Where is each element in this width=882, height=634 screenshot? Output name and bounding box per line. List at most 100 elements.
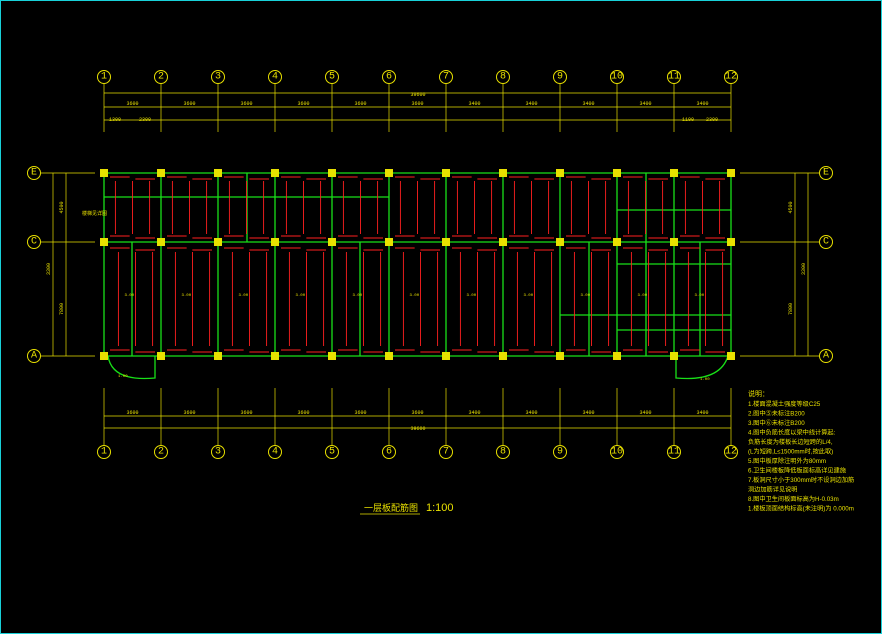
dim-top-span: 3400 bbox=[639, 101, 651, 107]
rebar-lines bbox=[110, 176, 725, 353]
dim-bottom-span: 3600 bbox=[297, 410, 309, 416]
dim-bottom-span: 3400 bbox=[639, 410, 651, 416]
dim-top-sub-left-2: 2300 bbox=[139, 117, 151, 123]
column bbox=[556, 352, 564, 360]
slab-bay-label: 3.00 bbox=[638, 294, 648, 298]
axis-label-bottom-9: 9 bbox=[557, 447, 563, 458]
column bbox=[328, 238, 336, 246]
slab-bay-label: 3.00 bbox=[467, 294, 477, 298]
axis-label-bottom-11: 11 bbox=[668, 447, 680, 458]
axis-bubble-bottom-11 bbox=[667, 445, 681, 459]
axis-bubble-bottom-7 bbox=[439, 445, 453, 459]
row-bubble-left-A bbox=[27, 349, 41, 363]
row-bubble-right-C bbox=[819, 235, 833, 249]
axis-label-bottom-6: 6 bbox=[386, 447, 392, 458]
note-line: 4.图中负筋长度以梁中线计算起: bbox=[748, 429, 836, 437]
axis-bubble-top-4 bbox=[268, 70, 282, 84]
column bbox=[670, 169, 678, 177]
axis-bubble-bottom-9 bbox=[553, 445, 567, 459]
side-dim-right-text: 7800 bbox=[788, 303, 794, 315]
axis-bubble-bottom-10 bbox=[610, 445, 624, 459]
slab-bay-label: 3.00 bbox=[182, 294, 192, 298]
column bbox=[271, 169, 279, 177]
column bbox=[271, 238, 279, 246]
row-label-right-C: C bbox=[823, 237, 829, 248]
column bbox=[157, 238, 165, 246]
column bbox=[556, 238, 564, 246]
column bbox=[670, 238, 678, 246]
dim-bottom-span: 3600 bbox=[183, 410, 195, 416]
row-bubble-left-E bbox=[27, 166, 41, 180]
dim-bottom-span: 3600 bbox=[354, 410, 366, 416]
axis-label-bottom-3: 3 bbox=[215, 447, 221, 458]
axis-bubble-bottom-3 bbox=[211, 445, 225, 459]
note-line: 1.楼面混凝土强度等级C25 bbox=[748, 400, 821, 408]
row-bubble-left-C bbox=[27, 235, 41, 249]
axis-label-top-7: 7 bbox=[443, 72, 449, 83]
dim-top-span: 3400 bbox=[468, 101, 480, 107]
dim-top-sub-left-1: 1300 bbox=[109, 117, 121, 123]
column bbox=[385, 238, 393, 246]
dim-top-span: 3400 bbox=[525, 101, 537, 107]
slab-bay-label: 3.00 bbox=[524, 294, 534, 298]
notes-block: 说明： 1.楼面混凝土强度等级C252.图中⑤未标注B2003.图中⑥未标注B2… bbox=[748, 389, 854, 513]
axis-label-bottom-2: 2 bbox=[158, 447, 164, 458]
row-label-left-C: C bbox=[31, 237, 37, 248]
column bbox=[328, 352, 336, 360]
axis-bubble-bottom-2 bbox=[154, 445, 168, 459]
axis-bubble-top-5 bbox=[325, 70, 339, 84]
column bbox=[499, 169, 507, 177]
bay-window-label-left: 1.00 bbox=[118, 375, 128, 379]
axis-label-bottom-12: 12 bbox=[725, 447, 737, 458]
column bbox=[214, 238, 222, 246]
row-bubble-right-A bbox=[819, 349, 833, 363]
column bbox=[271, 352, 279, 360]
dim-top-span: 3600 bbox=[297, 101, 309, 107]
axis-label-top-1: 1 bbox=[101, 72, 107, 83]
side-dim-left-text: 3300 bbox=[46, 263, 52, 275]
axis-label-top-2: 2 bbox=[158, 72, 164, 83]
dim-bottom-span: 3400 bbox=[582, 410, 594, 416]
column bbox=[556, 169, 564, 177]
drawing-title: 一层板配筋图 bbox=[364, 502, 418, 513]
dim-top-sub-right-2: 2300 bbox=[706, 117, 718, 123]
column bbox=[727, 169, 735, 177]
axis-bubble-bottom-4 bbox=[268, 445, 282, 459]
column bbox=[157, 169, 165, 177]
axis-bubble-top-3 bbox=[211, 70, 225, 84]
column bbox=[385, 169, 393, 177]
column bbox=[670, 352, 678, 360]
note-line: 6.卫生间楼板降低板面标高详见建施 bbox=[748, 467, 846, 475]
dimension-lines: 3600360036003600360036003600360036003600… bbox=[46, 92, 809, 429]
axis-label-bottom-7: 7 bbox=[443, 447, 449, 458]
slab-bay-label: 3.00 bbox=[695, 294, 705, 298]
slab-bay-label: 3.00 bbox=[125, 294, 135, 298]
column bbox=[727, 238, 735, 246]
bay-window-right bbox=[675, 355, 729, 380]
axis-label-bottom-8: 8 bbox=[500, 447, 506, 458]
axis-label-top-3: 3 bbox=[215, 72, 221, 83]
column bbox=[100, 169, 108, 177]
dim-top-span: 3600 bbox=[411, 101, 423, 107]
note-line: 1.楼板顶面结构标高(未注明)为 0.000m bbox=[748, 505, 854, 513]
dim-bottom-span: 3600 bbox=[411, 410, 423, 416]
slab-bay-label: 3.00 bbox=[353, 294, 363, 298]
side-dim-right-text: 3300 bbox=[801, 263, 807, 275]
slab-bay-label: 3.00 bbox=[410, 294, 420, 298]
axis-label-top-5: 5 bbox=[329, 72, 335, 83]
axis-bubble-top-6 bbox=[382, 70, 396, 84]
axis-label-top-10: 10 bbox=[611, 72, 623, 83]
axis-label-bottom-1: 1 bbox=[101, 447, 107, 458]
column bbox=[613, 352, 621, 360]
row-label-right-E: E bbox=[823, 168, 829, 179]
side-dim-left-text: 4500 bbox=[59, 201, 65, 213]
dim-bottom-span: 3400 bbox=[468, 410, 480, 416]
side-dim-right-text: 4500 bbox=[788, 201, 794, 213]
column bbox=[385, 352, 393, 360]
axis-label-bottom-10: 10 bbox=[611, 447, 623, 458]
dim-top-span: 3400 bbox=[696, 101, 708, 107]
row-label-left-A: A bbox=[31, 351, 37, 362]
